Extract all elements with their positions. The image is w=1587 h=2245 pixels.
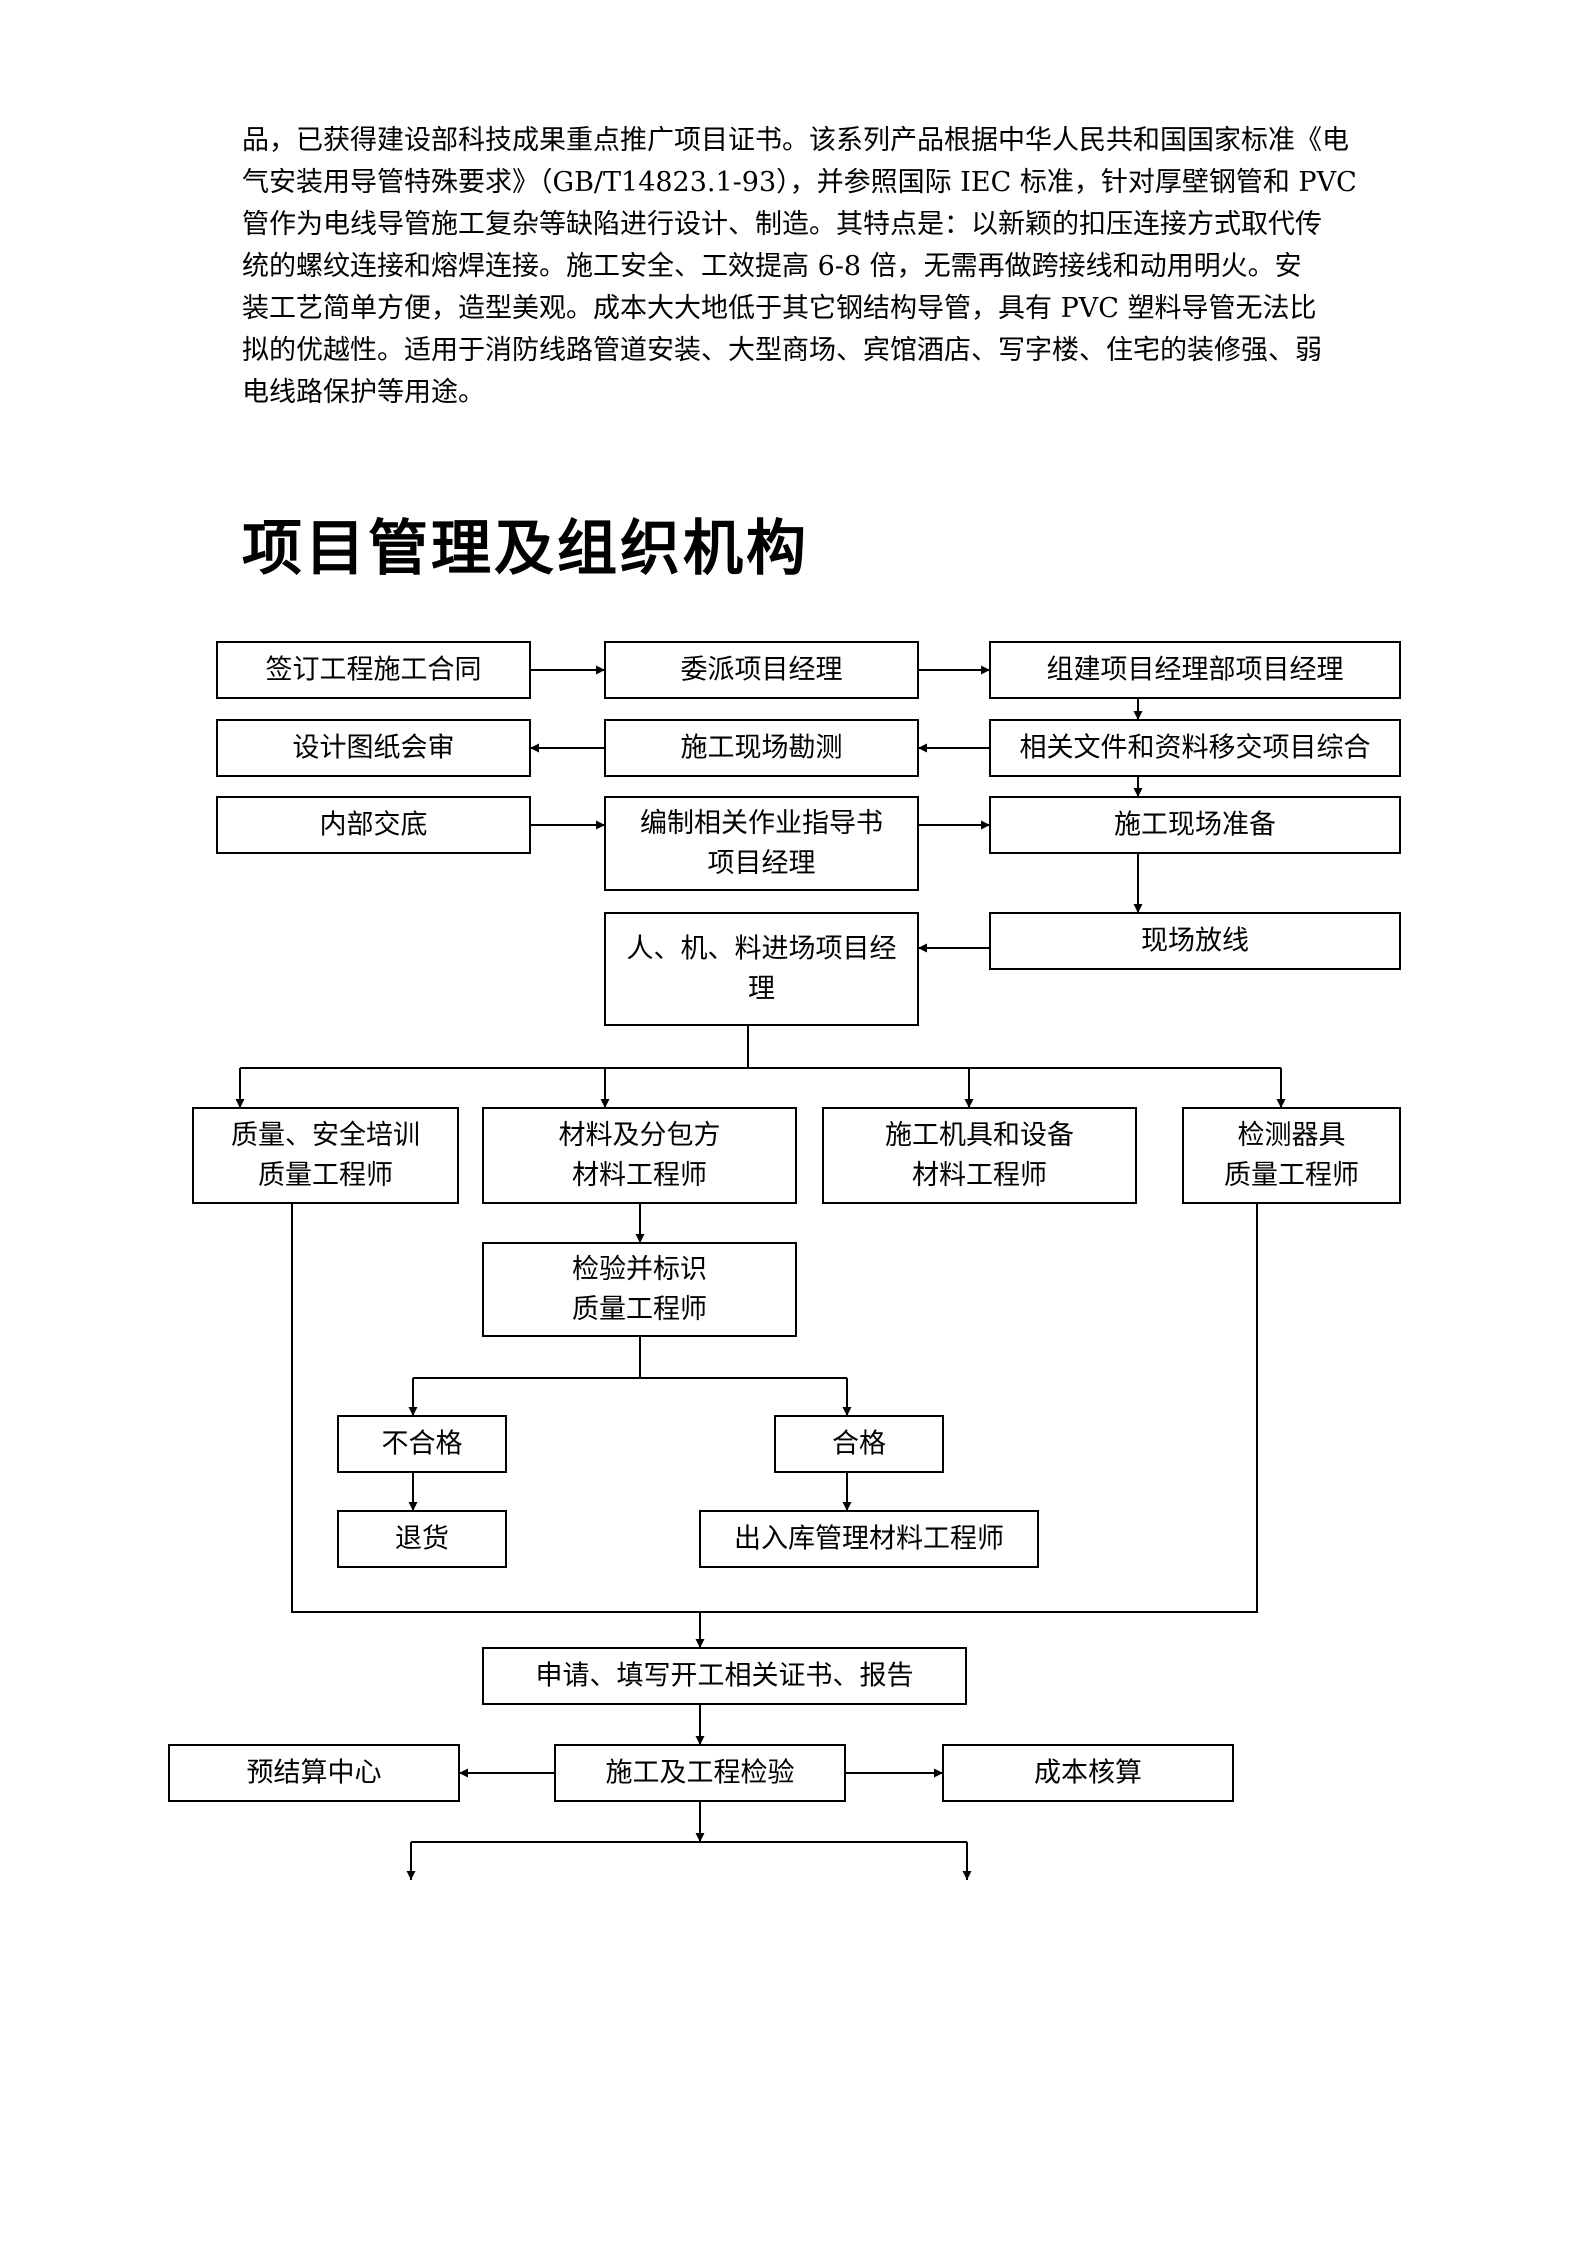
flow-node-construction-check: 施工及工程检验 [554,1744,846,1802]
flow-node-label: 材料工程师 [572,1160,707,1191]
flow-node-box [989,912,1401,970]
flow-node-box [192,1107,459,1204]
paragraph-line: 电线路保护等用途。 [242,377,485,408]
flow-node-warehouse: 出入库管理材料工程师 [699,1510,1039,1568]
flow-node-label: 设计图纸会审 [293,733,455,764]
paragraph-line: 统的螺纹连接和熔焊连接。施工安全、工效提高 6-8 倍，无需再做跨接线和动用明火… [242,251,1302,282]
flow-node-label: 材料及分包方 [559,1120,721,1151]
flow-node-label: 出入库管理材料工程师 [734,1524,1004,1555]
paragraph-line: 气安装用导管特殊要求》（GB/T14823.1-93），并参照国际 IEC 标准… [242,167,1357,198]
flow-node-site-survey: 施工现场勘测 [604,719,919,777]
flow-node-box [604,641,919,699]
flow-node-label: 理 [748,974,775,1005]
flow-connector [291,1203,1258,1613]
flow-node-appoint-pm: 委派项目经理 [604,641,919,699]
flow-node-label: 签订工程施工合同 [266,655,482,686]
flow-node-box [699,1510,1039,1568]
paragraph-line: 管作为电线导管施工复杂等缺陷进行设计、制造。其特点是：以新颖的扣压连接方式取代传 [242,209,1322,240]
flow-node-label: 施工机具和设备 [885,1120,1074,1151]
flow-node-label: 组建项目经理部项目经理 [1047,655,1344,686]
flow-node-label: 质量工程师 [572,1294,707,1325]
flow-node-box [989,719,1401,777]
flow-node-label: 施工现场勘测 [681,733,843,764]
flow-node-qualified: 合格 [774,1415,944,1473]
flow-node-box [822,1107,1137,1204]
flow-node-budget-center: 预结算中心 [168,1744,460,1802]
flow-node-docs-transfer: 相关文件和资料移交项目综合 [989,719,1401,777]
paragraph-line: 拟的优越性。适用于消防线路管道安装、大型商场、宾馆酒店、写字楼、住宅的装修强、弱 [242,335,1322,366]
flow-node-box [989,796,1401,854]
flow-node-box [989,641,1401,699]
flow-node-internal-brief: 内部交底 [216,796,531,854]
flow-node-box [604,796,919,891]
flow-node-design-review: 设计图纸会审 [216,719,531,777]
flow-node-unqualified: 不合格 [337,1415,507,1473]
flow-node-site-prep: 施工现场准备 [989,796,1401,854]
paragraph-line: 装工艺简单方便，造型美观。成本大大地低于其它钢结构导管，具有 PVC 塑料导管无… [242,293,1317,324]
flow-node-sign-contract: 签订工程施工合同 [216,641,531,699]
flow-node-label: 委派项目经理 [681,655,843,686]
intro-paragraph: 品，已获得建设部科技成果重点推广项目证书。该系列产品根据中华人民共和国国家标准《… [242,120,1360,414]
flow-node-box [168,1744,460,1802]
flow-node-label: 人、机、料进场项目经 [627,934,897,965]
flow-node-box [604,912,919,1026]
flow-node-box [216,641,531,699]
flow-node-cost-accounting: 成本核算 [942,1744,1234,1802]
flow-node-box [482,1107,797,1204]
flow-node-label: 退货 [395,1524,449,1555]
flow-node-label: 相关文件和资料移交项目综合 [1020,733,1371,764]
flow-node-box [482,1647,967,1705]
flow-node-label: 合格 [832,1429,886,1460]
flow-node-box [337,1510,507,1568]
flow-node-label: 施工现场准备 [1114,810,1276,841]
flow-node-build-dept: 组建项目经理部项目经理 [989,641,1401,699]
flow-node-label: 申请、填写开工相关证书、报告 [536,1661,914,1692]
flow-node-label: 内部交底 [320,810,428,841]
flow-node-label: 检验并标识 [572,1254,707,1285]
flow-node-label: 现场放线 [1141,926,1249,957]
flow-node-label: 材料工程师 [912,1160,1047,1191]
flow-node-label: 成本核算 [1034,1758,1142,1789]
flow-node-box [1182,1107,1401,1204]
flow-node-label: 预结算中心 [247,1758,382,1789]
flow-node-apply-permit: 申请、填写开工相关证书、报告 [482,1647,967,1705]
flow-node-layout: 现场放线 [989,912,1401,970]
flow-node-box [216,796,531,854]
section-heading: 项目管理及组织机构 [242,514,809,584]
flow-node-box [482,1242,797,1337]
flow-node-box [216,719,531,777]
flow-node-label: 检测器具 [1238,1120,1346,1151]
flow-node-return-goods: 退货 [337,1510,507,1568]
flow-node-box [774,1415,944,1473]
flow-node-box [337,1415,507,1473]
flow-node-label: 项目经理 [708,848,816,879]
paragraph-line: 品，已获得建设部科技成果重点推广项目证书。该系列产品根据中华人民共和国国家标准《… [242,125,1349,156]
flow-node-label: 不合格 [382,1429,463,1460]
flow-node-label: 施工及工程检验 [606,1758,795,1789]
flow-node-label: 质量、安全培训 [231,1120,420,1151]
flow-node-label: 质量工程师 [1224,1160,1359,1191]
flow-node-label: 编制相关作业指导书 [640,808,883,839]
flow-node-label: 质量工程师 [258,1160,393,1191]
